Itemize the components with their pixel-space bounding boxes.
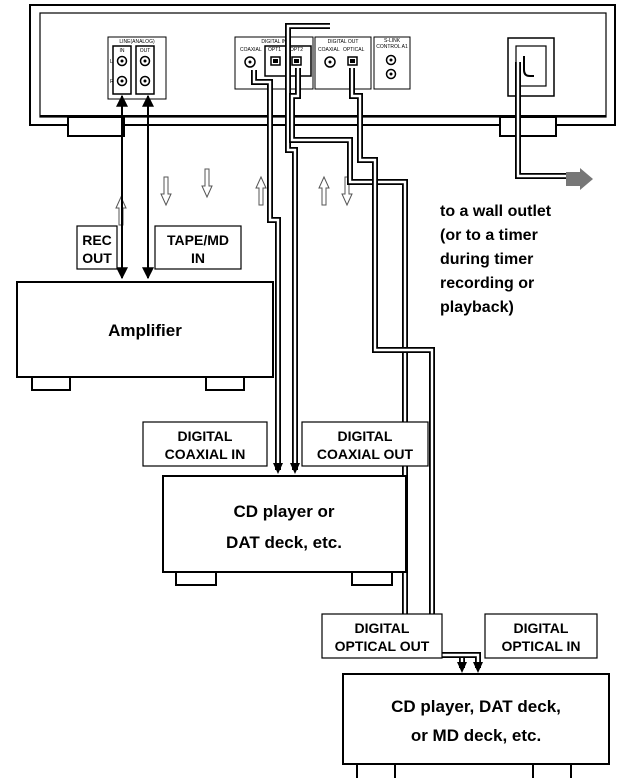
tape-md-in-line-2: IN bbox=[191, 250, 205, 266]
cable-optical-out bbox=[349, 68, 481, 668]
wall-outlet-line-1: to a wall outlet bbox=[440, 203, 552, 220]
s-link-section: S-LINK CONTROL A1 bbox=[373, 36, 411, 90]
optical-in-arrow-tip bbox=[457, 662, 467, 673]
deck-foot-right bbox=[499, 116, 557, 137]
cable-coaxial-out bbox=[285, 23, 330, 470]
label-digital-optical-out: DIGITAL OPTICAL OUT bbox=[321, 613, 443, 659]
opt2-label: OPT2 bbox=[290, 47, 303, 53]
amplifier-device: Amplifier bbox=[16, 281, 274, 391]
line-analog-label: LINE(ANALOG) bbox=[119, 39, 155, 45]
optical-out-arrow-tip bbox=[473, 662, 483, 673]
cd-dat-md-device: CD player, DAT deck, or MD deck, etc. bbox=[342, 673, 610, 778]
s-link-label: S-LINK bbox=[384, 38, 401, 44]
digital-optical-out-line-2: OPTICAL OUT bbox=[335, 638, 430, 654]
label-digital-optical-in: DIGITAL OPTICAL IN bbox=[484, 613, 598, 659]
digital-coaxial-in-line-2: COAXIAL IN bbox=[165, 446, 246, 462]
digital-in-label: DIGITAL IN bbox=[261, 39, 287, 45]
rec-out-line-2: OUT bbox=[82, 250, 112, 266]
digital-coaxial-out-line-2: COAXIAL OUT bbox=[317, 446, 414, 462]
opt1-label: OPT1 bbox=[268, 47, 281, 53]
wall-outlet-line-3: during timer bbox=[440, 251, 533, 268]
digital-out-section: DIGITAL OUT COAXIAL OPTICAL bbox=[314, 36, 372, 90]
cd-dat-md-line-2: or MD deck, etc. bbox=[411, 726, 541, 745]
cable-coaxial-in bbox=[251, 70, 281, 470]
line-in-label: IN bbox=[120, 48, 125, 54]
digital-in-section: DIGITAL IN COAXIAL OPT1 OPT2 bbox=[234, 36, 314, 90]
amplifier-label: Amplifier bbox=[108, 321, 182, 340]
coaxial-in-arrow-tip bbox=[273, 463, 283, 474]
digital-out-label: DIGITAL OUT bbox=[328, 39, 359, 45]
wall-outlet-line-4: recording or bbox=[440, 275, 534, 292]
line-l-label: L bbox=[110, 59, 113, 65]
down-arrow-coaxial-in bbox=[201, 168, 213, 199]
digital-optical-in-line-2: OPTICAL IN bbox=[501, 638, 580, 654]
rec-out-line-1: REC bbox=[82, 232, 112, 248]
tape-md-in-line-1: TAPE/MD bbox=[167, 232, 229, 248]
label-tape-md-in: TAPE/MD IN bbox=[154, 225, 242, 270]
digital-coaxial-out-line-1: DIGITAL bbox=[338, 428, 393, 444]
wall-outlet-line-2: (or to a timer bbox=[440, 227, 538, 244]
digital-optical-out-line-1: DIGITAL bbox=[355, 620, 410, 636]
digital-coaxial-in-line-1: DIGITAL bbox=[178, 428, 233, 444]
line-out-label: OUT bbox=[140, 48, 151, 54]
wall-outlet-line-5: playback) bbox=[440, 299, 514, 316]
label-digital-coaxial-out: DIGITAL COAXIAL OUT bbox=[301, 421, 429, 467]
digital-optical-in-line-1: DIGITAL bbox=[514, 620, 569, 636]
label-digital-coaxial-in: DIGITAL COAXIAL IN bbox=[142, 421, 268, 467]
cd-dat-md-line-1: CD player, DAT deck, bbox=[391, 697, 561, 716]
power-cord bbox=[507, 37, 566, 179]
power-arrow bbox=[566, 168, 593, 190]
optical-out-label: OPTICAL bbox=[343, 47, 365, 53]
cd-dat-line-1: CD player or bbox=[233, 502, 334, 521]
up-arrow-optical-out bbox=[318, 175, 330, 206]
wall-outlet-note: to a wall outlet (or to a timer during t… bbox=[440, 203, 552, 316]
cd-dat-device: CD player or DAT deck, etc. bbox=[162, 475, 407, 586]
line-analog-section: LINE(ANALOG) IN OUT L R bbox=[107, 36, 167, 100]
digital-in-coaxial-label: COAXIAL bbox=[240, 47, 262, 53]
cd-dat-line-2: DAT deck, etc. bbox=[226, 533, 342, 552]
down-arrow-tape-in bbox=[160, 176, 172, 207]
control-a1-label: CONTROL A1 bbox=[376, 44, 408, 50]
signal-direction-arrows bbox=[115, 168, 353, 226]
label-rec-out: REC OUT bbox=[76, 225, 118, 270]
up-arrow-coaxial-out bbox=[255, 175, 267, 206]
line-r-label: R bbox=[110, 79, 114, 85]
coaxial-out-arrow-tip bbox=[290, 463, 300, 474]
deck-foot-left bbox=[67, 116, 125, 137]
digital-out-coaxial-label: COAXIAL bbox=[318, 47, 340, 53]
